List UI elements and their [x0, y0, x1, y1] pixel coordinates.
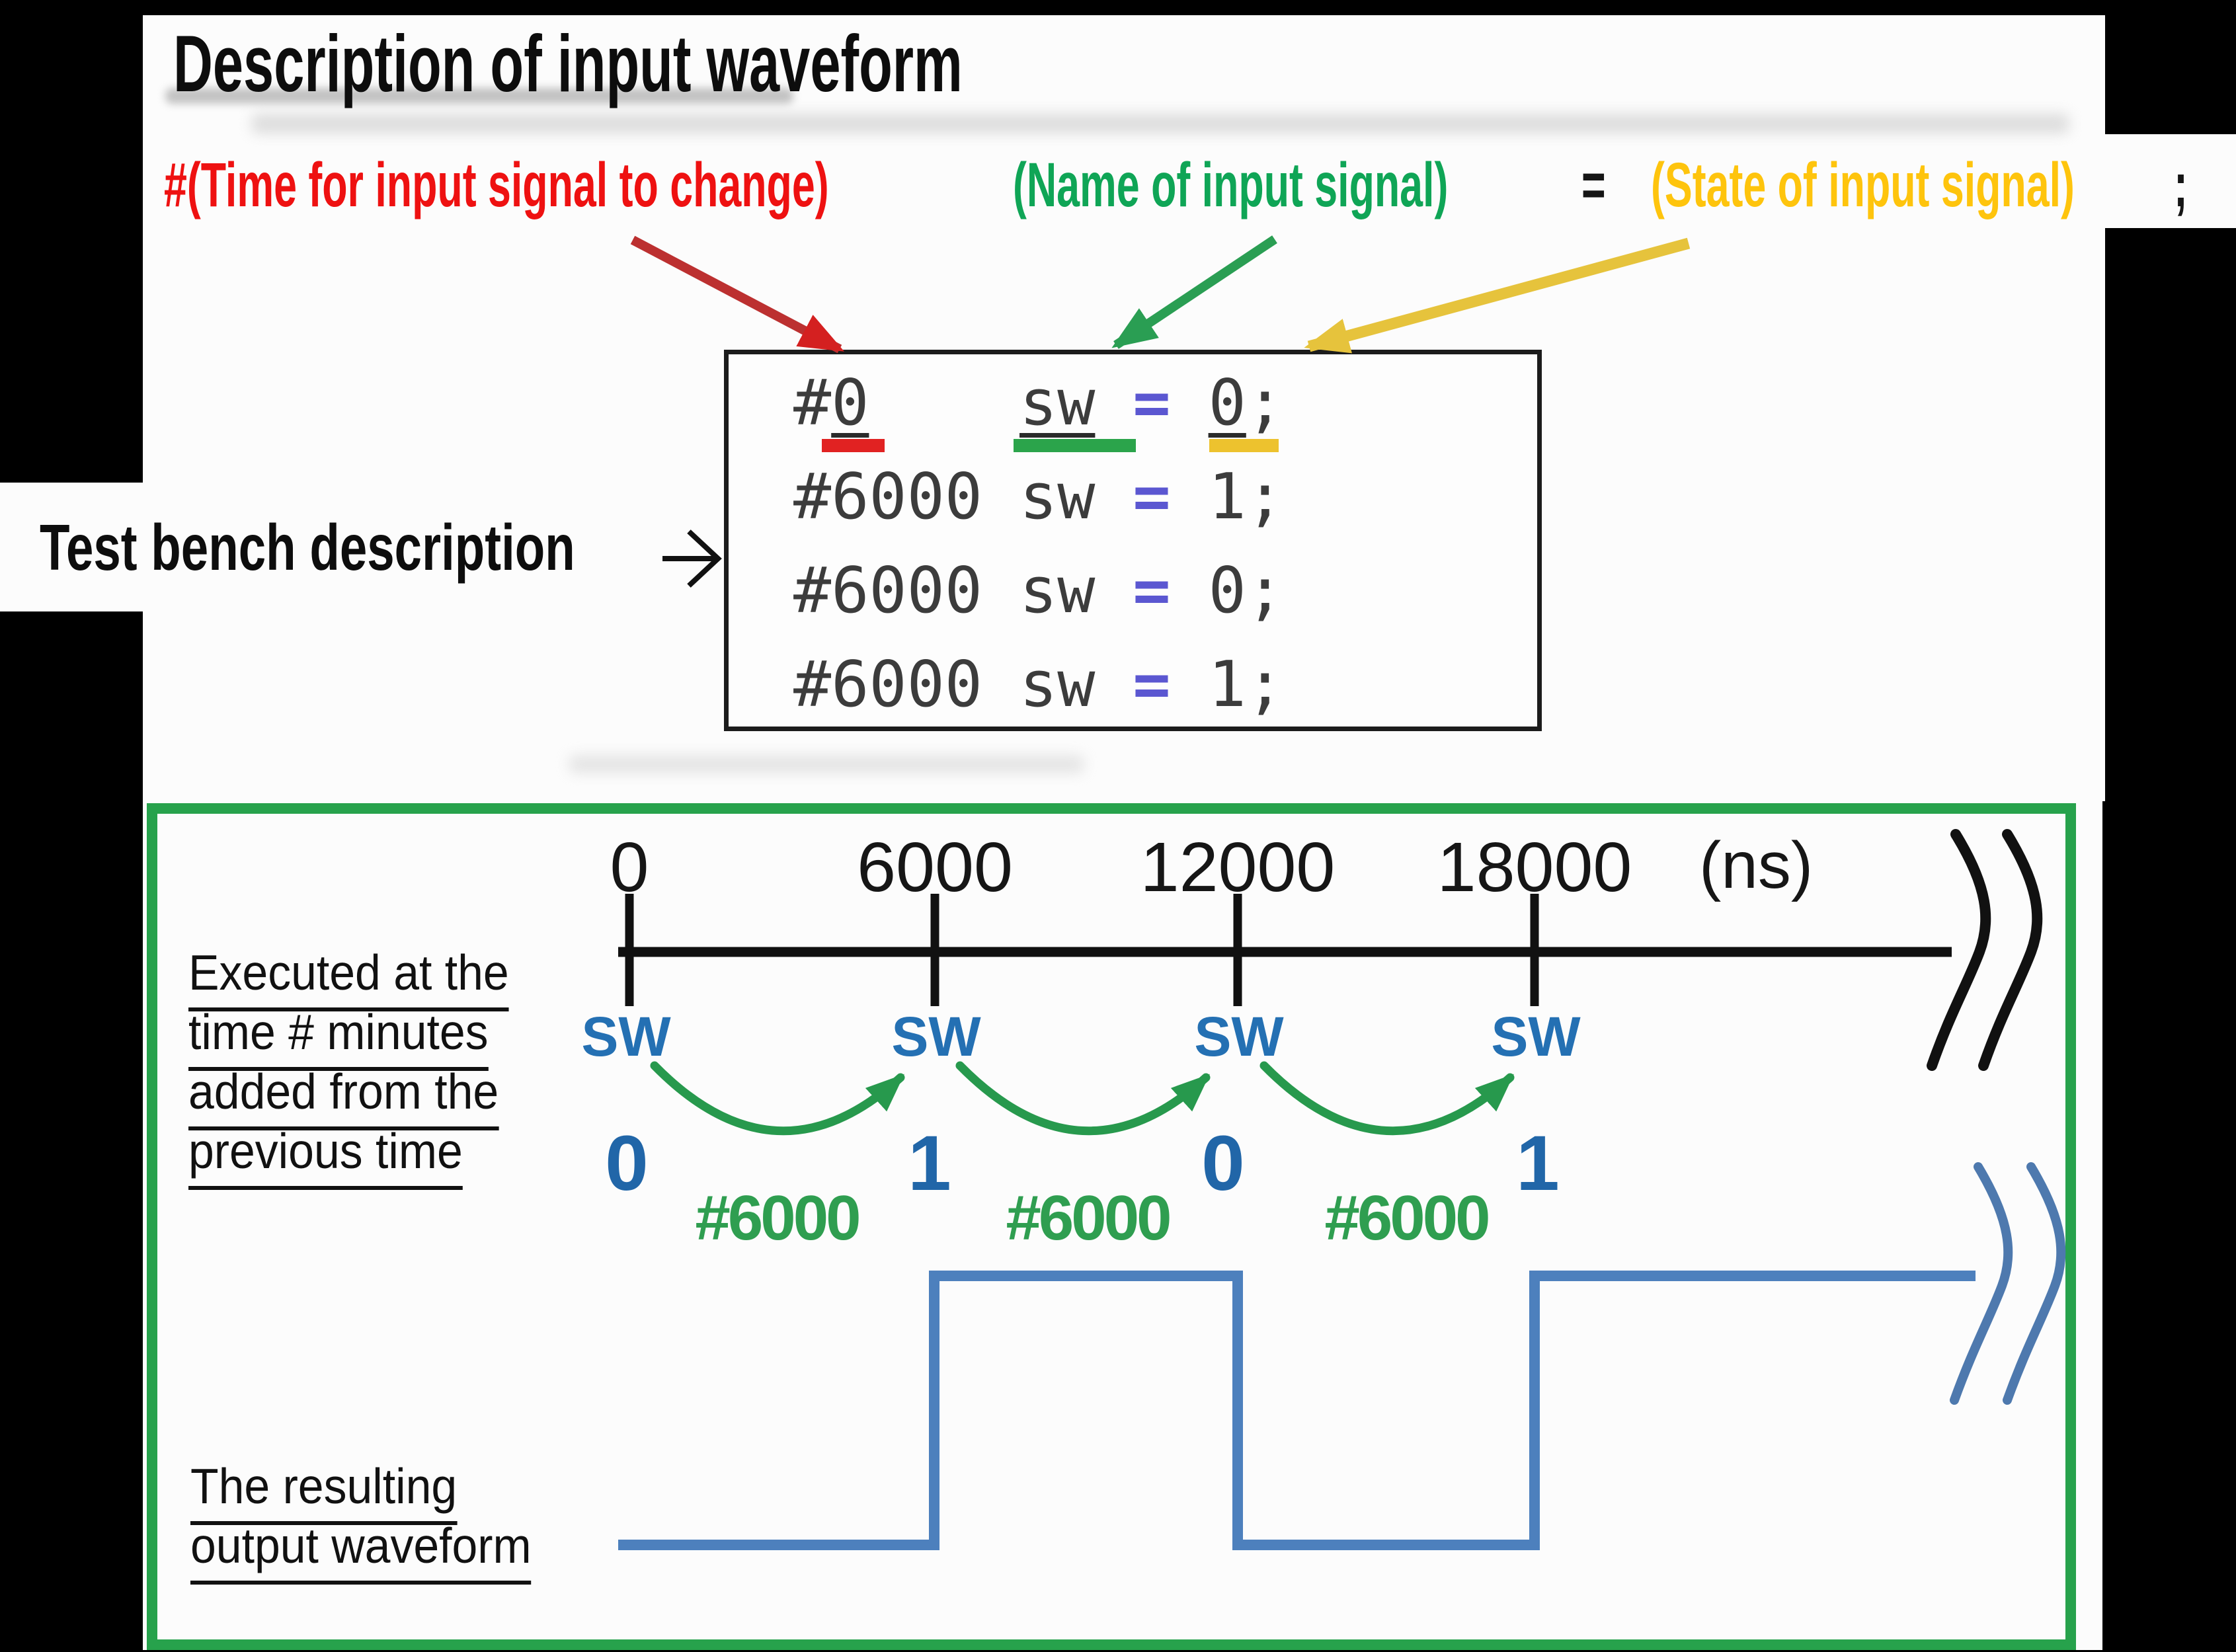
signal-value: 1	[1516, 1120, 1560, 1207]
signal-name-label: SW	[1491, 1005, 1581, 1068]
signal-name: sw	[1019, 555, 1096, 627]
signal-state: 0;	[1208, 555, 1284, 627]
axis-tick-label: 18000	[1437, 828, 1632, 906]
output-note-line: The resulting	[190, 1458, 458, 1525]
equals-op: =	[1133, 555, 1171, 627]
annotation-equals: =	[1581, 150, 1606, 220]
ghost-text-artifact	[569, 755, 1084, 773]
annotation-right-panel	[2105, 134, 2236, 228]
signal-name: sw	[1019, 649, 1096, 721]
delay-label: #6000	[1324, 1183, 1491, 1253]
state-underline-bar	[1209, 439, 1279, 452]
equals-op: =	[1133, 367, 1171, 440]
page-title: Description of input waveform	[173, 19, 963, 108]
axis-tick-label: 0	[610, 828, 649, 906]
time-underline-bar	[822, 439, 885, 452]
execution-note-line: time # minutes	[188, 1003, 489, 1071]
signal-state: 1;	[1208, 461, 1284, 533]
equals-op: =	[1133, 461, 1171, 533]
waveform-result-box	[147, 803, 2076, 1650]
execution-note-line: previous time	[188, 1122, 463, 1190]
execution-note-line: added from the	[188, 1063, 499, 1130]
name-underline-bar	[1014, 439, 1136, 452]
axis-unit-label: (ns)	[1699, 828, 1814, 902]
ghost-text-artifact	[165, 88, 793, 104]
signal-value: 0	[1201, 1120, 1245, 1207]
test-bench-code-box	[724, 350, 1542, 731]
equals-op: =	[1133, 649, 1171, 721]
code-line-4: #6000 sw = 1;	[793, 649, 1284, 721]
signal-value: 0	[605, 1120, 649, 1207]
code-line-3: #6000 sw = 0;	[793, 555, 1284, 627]
signal-state: 0	[1208, 367, 1246, 440]
signal-name-label: SW	[581, 1005, 671, 1068]
hash-char: #	[793, 367, 832, 440]
annotation-time-label: #(Time for input signal to change)	[164, 150, 829, 220]
time-value: 0	[831, 367, 869, 440]
delay-label: #6000	[695, 1183, 861, 1253]
axis-tick-label: 12000	[1140, 828, 1336, 906]
signal-name-label: SW	[891, 1005, 981, 1068]
code-time-token: #0	[793, 367, 1019, 440]
annotation-name-label: (Name of input signal)	[1013, 150, 1449, 220]
execution-note-line: Executed at the	[188, 944, 509, 1011]
code-line-2: #6000 sw = 1;	[793, 461, 1284, 533]
signal-name: sw	[1019, 461, 1096, 533]
annotation-semicolon: ;	[2174, 150, 2188, 220]
code-time-token: #6000	[793, 555, 982, 627]
test-bench-label: Test bench description	[40, 511, 575, 584]
delay-label: #6000	[1006, 1183, 1172, 1253]
semicolon-char: ;	[1246, 367, 1284, 440]
signal-value: 1	[908, 1120, 951, 1207]
output-note-line: output waveform	[190, 1517, 532, 1585]
signal-name-label: SW	[1194, 1005, 1284, 1068]
code-time-token: #6000	[793, 461, 982, 533]
axis-tick-label: 6000	[857, 828, 1013, 906]
code-time-token: #6000	[793, 649, 982, 721]
signal-name: sw	[1019, 367, 1096, 440]
signal-state: 1;	[1208, 649, 1284, 721]
ghost-text-artifact	[251, 114, 2069, 134]
annotation-state-label: (State of input signal)	[1651, 150, 2075, 220]
test-bench-band-panel	[0, 483, 143, 611]
